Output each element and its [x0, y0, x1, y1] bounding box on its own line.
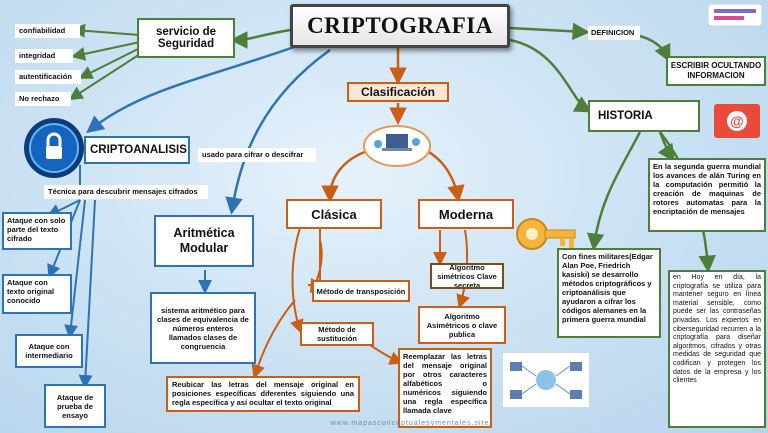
servicio-label: servicio de Seguridad [155, 26, 217, 50]
servicio-item-1: confiabilidad [15, 24, 80, 38]
servicio-item-3: autentificación [15, 70, 81, 84]
alg-simetricos-node: Algoritmo simétricos Clave secreta [430, 263, 504, 289]
historia-text-1: En la segunda guerra mundial los avances… [648, 158, 766, 232]
criptoanalisis-desc: Técnica para descubrir mensajes cifrados [44, 185, 208, 199]
metodo-sustitucion-node: Método de sustitución [300, 322, 374, 346]
lock-shield-icon [24, 118, 84, 178]
definicion-node: ESCRIBIR OCULTANDO INFORMACION [666, 56, 766, 86]
ataque-2: Ataque con texto original conocido [2, 274, 72, 314]
title-box: CRIPTOGRAFIA [290, 4, 510, 48]
aritmetica-desc: sistema aritmético para clases de equiva… [150, 292, 256, 364]
aritmetica-node: Aritmética Modular [154, 215, 254, 267]
usado-para-label: usado para cifrar o descifrar [198, 148, 316, 162]
cloud-computer-icon [363, 125, 431, 167]
definicion-label: DEFINICION [588, 26, 640, 40]
key-icon [516, 218, 576, 250]
historia-text-3: en Hoy en día, la criptografía se utiliz… [668, 270, 766, 428]
moderna-node: Moderna [418, 199, 514, 229]
reubicar-text: Reubicar las letras del mensaje original… [166, 376, 360, 412]
network-diagram-icon [502, 352, 590, 408]
site-logo-icon [708, 4, 762, 26]
servicio-item-4: No rechazo [15, 92, 71, 106]
metodo-transposicion-node: Método de transposición [312, 280, 410, 302]
alg-asimetricos-node: Algoritmo Asimétricos o clave publica [418, 306, 506, 344]
watermark: www.mapasconceptualesymentales.site [330, 420, 490, 427]
clasificacion-node: Clasificación [347, 82, 449, 102]
servicio-node: servicio de Seguridad [137, 18, 235, 58]
ataque-4: Ataque de prueba de ensayo [44, 384, 106, 428]
clasica-node: Clásica [286, 199, 382, 229]
page-title: CRIPTOGRAFIA [307, 13, 493, 38]
email-security-icon: @ [714, 104, 760, 138]
ataque-3: Ataque con intermediario [15, 334, 83, 368]
historia-node: HISTORIA [588, 100, 700, 132]
servicio-item-2: integridad [15, 49, 73, 63]
historia-text-2: Con fines militares(Edgar Alan Poe, Frie… [557, 248, 661, 338]
reemplazar-text: Reemplazar las letras del mensaje origin… [398, 348, 492, 428]
ataque-1: Ataque con solo parte del texto cifrado [2, 212, 72, 250]
criptoanalisis-node: CRIPTOANALISIS [84, 136, 190, 164]
svg-text:@: @ [730, 113, 744, 129]
